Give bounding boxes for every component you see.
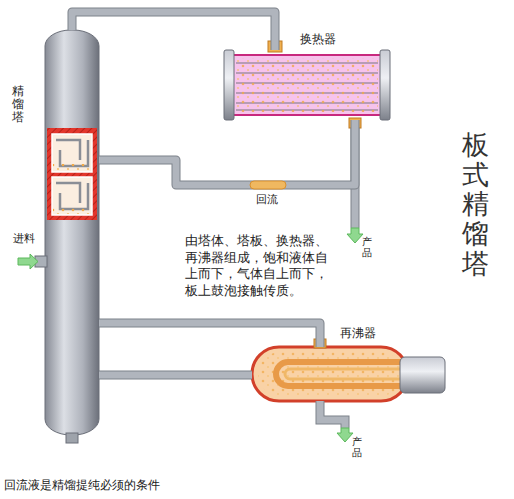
reflux-liquid (250, 181, 286, 189)
product-arrow (337, 428, 353, 442)
bottom-product-pipe (320, 401, 345, 428)
reboiler-dots (258, 352, 403, 396)
pipe-outline (99, 371, 252, 380)
pipe-outline (72, 12, 275, 50)
heat-exchanger: 换热器 (224, 50, 390, 120)
title: 板式精馏塔 (462, 130, 489, 278)
feed-arrow (18, 254, 38, 269)
pipe-connector (72, 12, 275, 50)
product-label: 产品 (362, 236, 372, 258)
reboiler-shell (252, 347, 408, 401)
reboiler: 再沸器 (252, 347, 445, 401)
exchanger-shell (232, 55, 382, 115)
tray-section (47, 128, 97, 220)
pipe-connector (99, 372, 252, 379)
pipe-outline (320, 401, 345, 428)
bottom-stub (66, 433, 78, 443)
flange (380, 50, 390, 120)
u-tube (276, 362, 405, 386)
liquid-dots (53, 164, 91, 171)
product-arrow (347, 228, 363, 243)
note-text: 由塔体、塔板、换热器、再沸器组成，饱和液体自上而下，气体自上而下，板上鼓泡接触传… (185, 233, 335, 299)
flange (224, 50, 234, 120)
pipe-connector (99, 120, 355, 185)
tube-bundle-head (400, 357, 445, 393)
caption: 回流液是精馏提纯必须的条件 (4, 477, 160, 494)
u-tube (285, 369, 405, 379)
edge-label: 回流 (256, 192, 278, 207)
condensate-dots (236, 58, 378, 112)
column-shell (45, 30, 99, 435)
product-label: 产品 (352, 436, 362, 458)
liquid-dots (53, 207, 91, 214)
pipe-connector (99, 323, 320, 347)
node-label: 再沸器 (340, 325, 376, 342)
tray-hatch (47, 128, 97, 220)
pipe-outline (99, 120, 355, 185)
bubble-caps (56, 140, 88, 209)
node-label: 换热器 (300, 31, 336, 48)
feed-label: 进料 (13, 231, 35, 246)
distillation-column: 精馏塔 (45, 30, 99, 435)
pipe-outline (99, 323, 320, 347)
node-label: 精馏塔 (12, 85, 24, 125)
